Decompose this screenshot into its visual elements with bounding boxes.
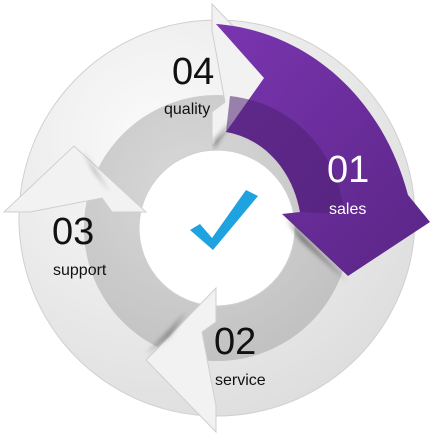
center-disc (138, 149, 296, 307)
arrow-head-bottom (145, 286, 217, 434)
segment-01-inner-band (226, 96, 344, 214)
step-01-number: 01 (327, 149, 370, 191)
step-04-number: 04 (172, 51, 215, 93)
checkmark-icon (190, 190, 258, 250)
step-02-label: service (215, 372, 266, 389)
arrow-shadow-bottom (146, 312, 186, 354)
step-03-number: 03 (52, 211, 95, 253)
arrow-shadow-left (82, 150, 110, 192)
arrow-head-left (2, 145, 148, 213)
arrow-shadow-right (286, 218, 348, 282)
step-03-label: support (53, 262, 107, 279)
step-01-label: sales (329, 201, 367, 218)
step-04-label: quality (164, 101, 211, 118)
step-02-number: 02 (214, 321, 257, 363)
segment-01-highlight (216, 24, 430, 276)
